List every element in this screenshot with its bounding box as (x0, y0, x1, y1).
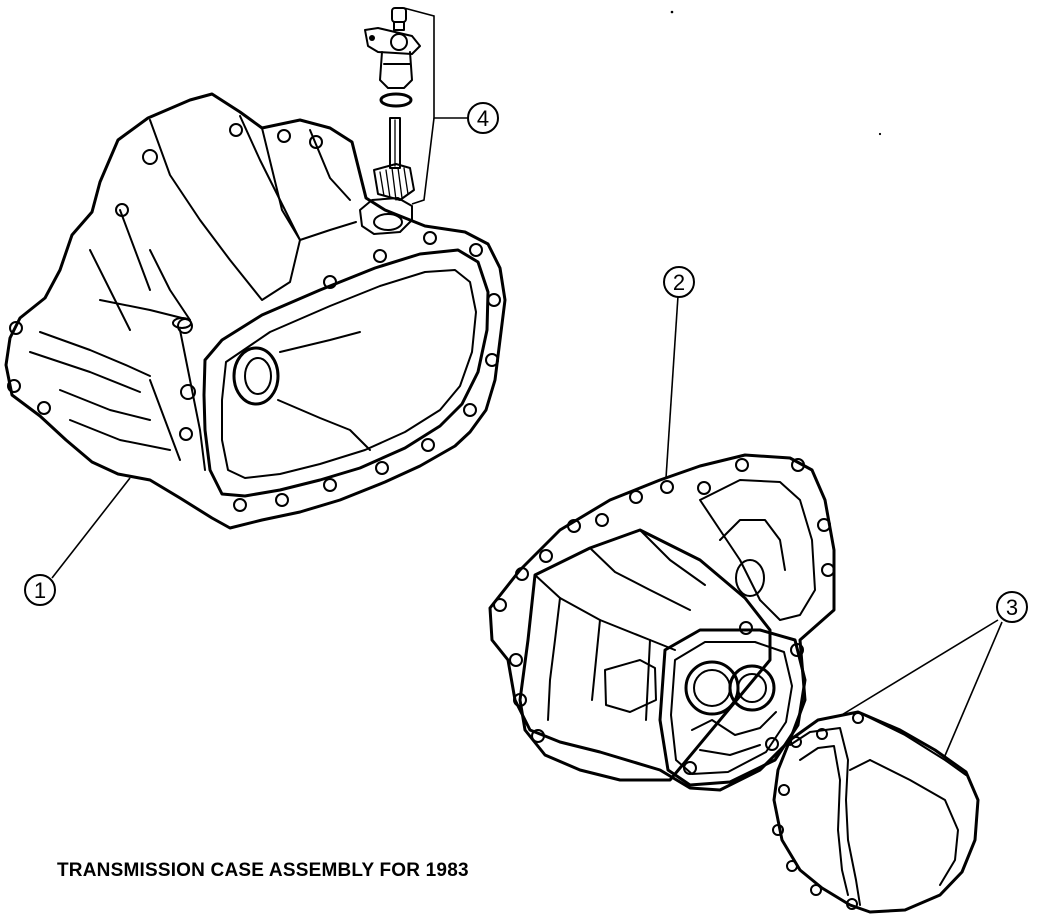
callout-2-label: 2 (673, 270, 685, 295)
transmission-case-part (488, 453, 836, 792)
callout-4-label: 4 (477, 106, 489, 131)
print-speck (670, 10, 674, 14)
callout-1: 1 (24, 574, 56, 606)
callout-4: 4 (467, 102, 499, 134)
clutch-housing-part (4, 92, 507, 530)
callout-1-label: 1 (34, 578, 46, 603)
callout-3: 3 (996, 591, 1028, 623)
end-cover-part (772, 710, 980, 914)
print-speck (878, 132, 882, 136)
speedometer-gear-part (364, 7, 421, 201)
callout-2: 2 (663, 266, 695, 298)
leader-lines (51, 7, 1003, 759)
diagram-caption: TRANSMISSION CASE ASSEMBLY FOR 1983 (57, 860, 469, 881)
callout-3-label: 3 (1006, 595, 1018, 620)
